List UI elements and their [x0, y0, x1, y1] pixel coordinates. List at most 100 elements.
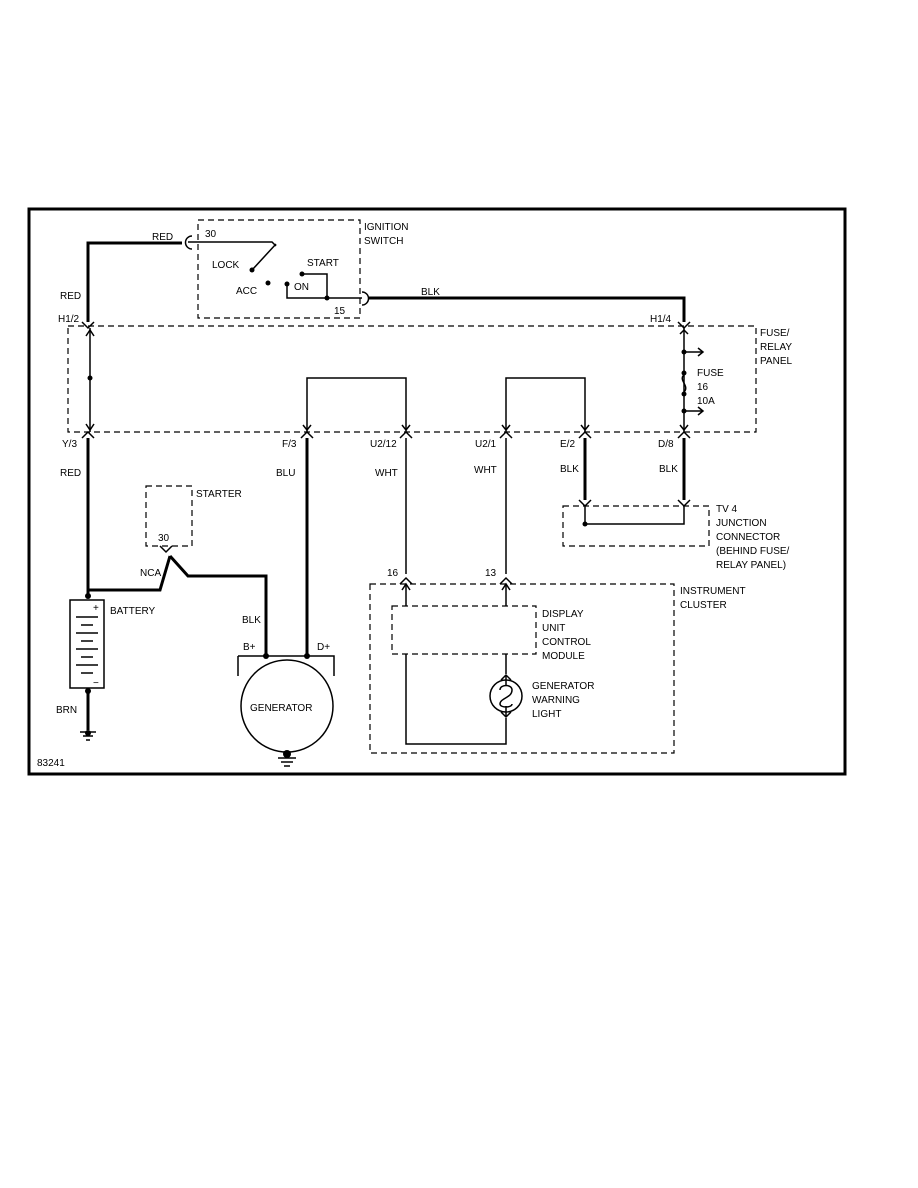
wht-wire-2-label: WHT	[474, 465, 497, 476]
instrument-cluster-box	[369, 583, 675, 754]
diagram-id: 83241	[37, 758, 65, 769]
fuse-relay-panel-label-2: RELAY	[760, 342, 792, 353]
fuse-node-3	[681, 391, 687, 397]
fuse-tap-1	[684, 347, 705, 357]
blk-wire-top	[368, 296, 686, 322]
switch-on-label: ON	[294, 282, 309, 293]
fuse-relay-panel-box	[67, 325, 757, 433]
red-wire-top	[86, 241, 182, 322]
terminal-h1-2-label: H1/2	[58, 314, 80, 325]
warning-light-filament	[499, 676, 513, 716]
fuse-arrow-bottom	[679, 424, 689, 432]
switch-terminal-30-wire	[188, 241, 277, 247]
connector-h1-4	[677, 321, 691, 330]
display-unit-label-2: UNIT	[542, 623, 565, 634]
ic-arrow-13	[501, 582, 511, 591]
ic-16-label: 16	[387, 568, 399, 579]
ic-connector-13	[499, 576, 513, 585]
terminal-u212-label: U2/12	[370, 439, 397, 450]
panel-arrow-f3	[302, 424, 312, 432]
d-plus-label: D+	[317, 642, 330, 653]
b-plus-label: B+	[243, 642, 256, 653]
panel-arrow-e2	[580, 424, 590, 432]
display-unit-label-4: MODULE	[542, 651, 585, 662]
blk-wire-top-label: BLK	[421, 287, 440, 298]
warning-light-arrow-bottom	[500, 711, 512, 719]
panel-left-arrow-bottom	[85, 423, 95, 432]
ignition-switch-label-1: IGNITION	[364, 222, 408, 233]
connector-d8	[677, 430, 691, 439]
terminal-h1-4-label: H1/4	[650, 314, 672, 325]
display-unit-label-3: CONTROL	[542, 637, 591, 648]
connector-u21	[499, 430, 513, 439]
ic-internal-loop	[405, 654, 507, 745]
red-wire-lower-label: RED	[60, 468, 81, 479]
connector-e2	[578, 430, 592, 439]
connector-u212	[399, 430, 413, 439]
switch-15-node	[324, 295, 330, 301]
generator-ground-icon	[278, 757, 296, 767]
blk-wire-d8-label: BLK	[659, 464, 678, 475]
junction-label-3: CONNECTOR	[716, 532, 780, 543]
fuse-node-2	[681, 370, 687, 376]
generator-label: GENERATOR	[250, 703, 312, 714]
junction-label-5: RELAY PANEL)	[716, 560, 786, 571]
junction-label-1: TV 4	[716, 504, 738, 515]
generator-ground-dot	[283, 750, 291, 758]
fuse-element-symbol	[681, 374, 687, 393]
connector-f3	[300, 430, 314, 439]
switch-lock-contact	[249, 267, 255, 273]
battery-label: BATTERY	[110, 606, 156, 617]
battery-positive-node	[85, 593, 91, 599]
red-wire-left-label: RED	[60, 291, 81, 302]
junction-connector-d8	[677, 499, 691, 508]
terminal-e2-label: E/2	[560, 439, 575, 450]
switch-acc-contact	[265, 280, 271, 286]
fuse-tap-2	[684, 406, 705, 416]
display-unit-box	[391, 605, 537, 655]
fuse-label-3: 10A	[697, 396, 715, 407]
instrument-cluster-label-1: INSTRUMENT	[680, 586, 746, 597]
junction-link	[584, 506, 685, 525]
connector-y3	[81, 430, 95, 439]
terminal-y3-label: Y/3	[62, 439, 77, 450]
ignition-switch-box	[197, 219, 361, 319]
fuse-label-1: FUSE	[697, 368, 724, 379]
panel-link-u21-e2	[505, 377, 586, 432]
panel-arrow-u21	[501, 424, 511, 432]
battery-body	[69, 599, 105, 689]
ic-connector-16	[399, 576, 413, 585]
terminal-d8-label: D/8	[658, 439, 674, 450]
fuse-relay-panel-label-3: PANEL	[760, 356, 792, 367]
warning-light-label-2: WARNING	[532, 695, 580, 706]
junction-connector-box	[562, 505, 710, 547]
terminal-f3-label: F/3	[282, 439, 297, 450]
generator-terminal-bracket	[237, 655, 335, 676]
starter-connector	[159, 545, 173, 554]
blk-gen-wire-label: BLK	[242, 615, 261, 626]
junction-connector-e2	[578, 499, 592, 508]
starter-box	[145, 485, 193, 547]
switch-acc-label: ACC	[236, 286, 257, 297]
fuse-arrow-top	[679, 328, 689, 335]
red-wire-top-label: RED	[152, 232, 173, 243]
battery-plates	[76, 616, 98, 674]
warning-light-label-1: GENERATOR	[532, 681, 594, 692]
fuse-label-2: 16	[697, 382, 709, 393]
blu-wire-label: BLU	[276, 468, 295, 479]
junction-node	[582, 521, 588, 527]
connector-h1-2	[81, 321, 95, 330]
terminal-u21-label: U2/1	[475, 439, 497, 450]
battery-plus: +	[93, 603, 99, 614]
brn-wire-label: BRN	[56, 705, 77, 716]
connector-15-symbol	[361, 291, 370, 306]
junction-label-2: JUNCTION	[716, 518, 767, 529]
display-unit-label-1: DISPLAY	[542, 609, 584, 620]
terminal-30-label: 30	[205, 229, 217, 240]
nca-label: NCA	[140, 568, 161, 579]
warning-light-arrow-top	[500, 673, 512, 681]
diagram-frame	[27, 207, 847, 776]
starter-battery-wire	[88, 555, 172, 592]
starter-label: STARTER	[196, 489, 242, 500]
